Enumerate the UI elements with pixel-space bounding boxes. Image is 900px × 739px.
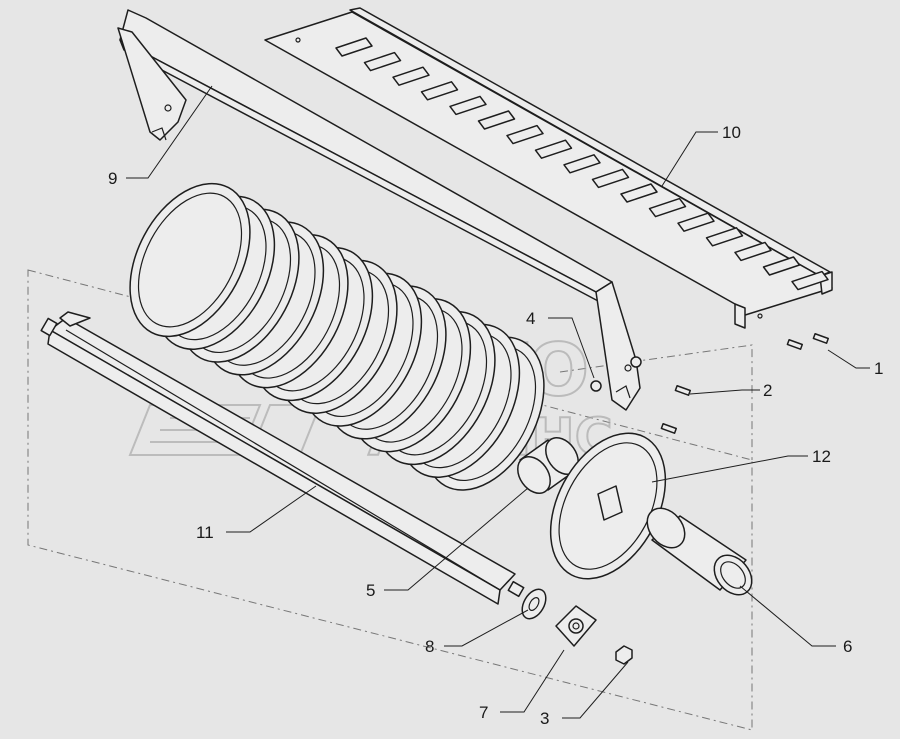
scraper-tooth [677, 212, 715, 232]
part-6-tube [646, 507, 753, 596]
scraper-tooth [762, 256, 801, 276]
scraper-tooth [705, 227, 744, 247]
scraper-tooth [335, 37, 373, 57]
disc-stack [129, 182, 545, 491]
stack-disc [129, 182, 251, 338]
scraper-tooth [534, 139, 573, 159]
part-1-bolts [786, 332, 830, 350]
part-10-scraper-bar [264, 7, 833, 329]
part-4-nuts [590, 356, 642, 392]
callout-1: 1 [874, 359, 883, 378]
callout-5: 5 [366, 581, 375, 600]
callout-12: 12 [812, 447, 831, 466]
callout-2: 2 [763, 381, 772, 400]
part-11-square-shaft [40, 311, 525, 605]
scraper-tooth [477, 110, 516, 130]
callout-6: 6 [843, 637, 852, 656]
callout-3: 3 [540, 709, 549, 728]
part-8-washer [521, 588, 547, 620]
scraper-tooth [363, 51, 402, 72]
callout-8: 8 [425, 637, 434, 656]
part-5-sleeve [517, 437, 579, 494]
part-7-bearing-flange [555, 605, 597, 647]
scraper-tooth [734, 241, 772, 262]
part-3-nut [615, 645, 633, 665]
part-2-bolts [660, 384, 692, 434]
scraper-tooth [420, 81, 459, 101]
callout-7: 7 [479, 703, 488, 722]
scraper-tooth [620, 183, 658, 203]
scraper-tooth [591, 168, 630, 189]
scraper-tooth [392, 66, 430, 86]
scraper-tooth [506, 124, 544, 145]
leader-lines [126, 85, 870, 719]
scraper-tooth [563, 154, 601, 174]
scraper-tooth [791, 270, 829, 291]
assembly-boundary-inner [559, 344, 753, 460]
scraper-tooth [449, 95, 487, 116]
part-12-disc [549, 432, 667, 580]
scraper-tooth [648, 197, 687, 218]
part-9-frame-beam [117, 9, 641, 411]
callout-10: 10 [722, 123, 741, 142]
callout-9: 9 [108, 169, 117, 188]
callout-11: 11 [196, 523, 214, 542]
callout-4: 4 [526, 309, 535, 328]
